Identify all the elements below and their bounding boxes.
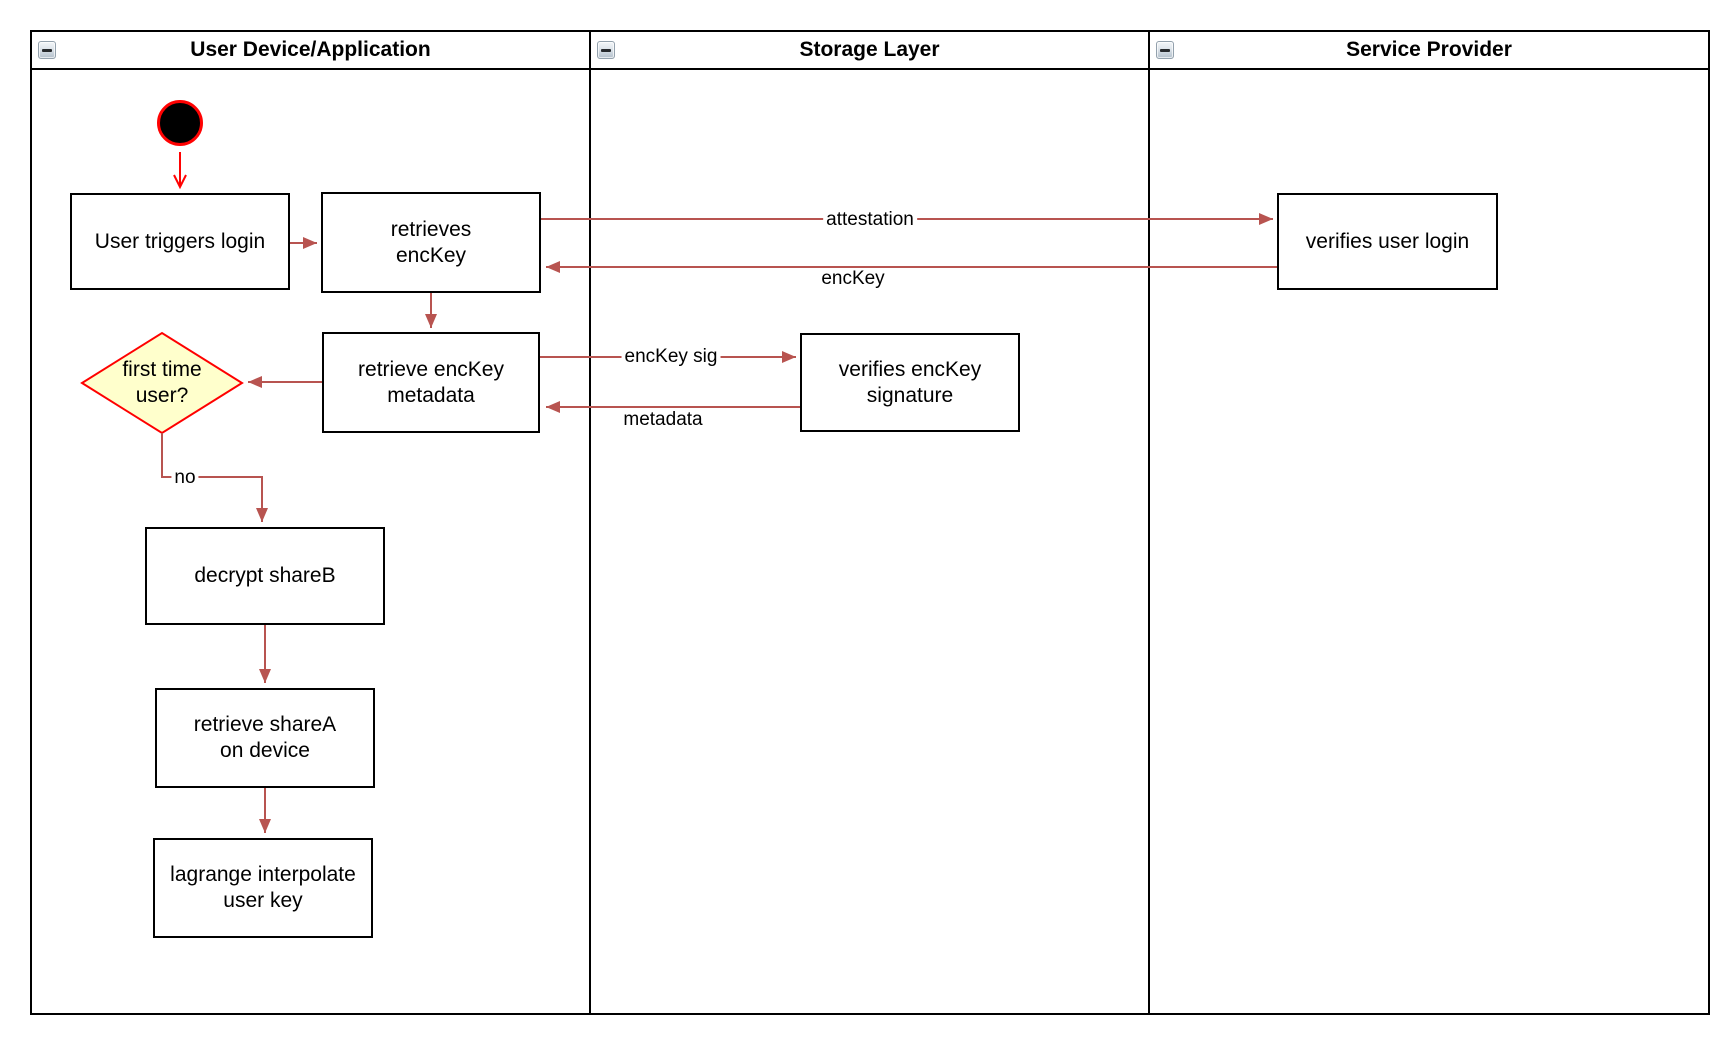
lane-title-storage-layer: Storage Layer bbox=[799, 38, 940, 61]
lane-user-device: User Device/Application bbox=[32, 32, 591, 1013]
minus-icon bbox=[601, 48, 611, 52]
lane-header-service-provider: Service Provider bbox=[1150, 32, 1708, 70]
edge-label-enckey: encKey bbox=[818, 268, 888, 290]
edge-label-no: no bbox=[171, 467, 199, 489]
lane-service-provider: Service Provider bbox=[1150, 32, 1708, 1013]
node-retrieve-sharea[interactable]: retrieve shareA on device bbox=[155, 688, 375, 788]
node-decrypt-shareb[interactable]: decrypt shareB bbox=[145, 527, 385, 625]
edge-label-enckey-sig: encKey sig bbox=[621, 346, 721, 368]
start-node[interactable] bbox=[157, 100, 203, 146]
lane-header-storage-layer: Storage Layer bbox=[591, 32, 1148, 70]
lane-storage-layer: Storage Layer bbox=[591, 32, 1150, 1013]
lane-title-user-device: User Device/Application bbox=[190, 38, 431, 61]
node-verifies-user-login[interactable]: verifies user login bbox=[1277, 193, 1498, 290]
edge-label-metadata: metadata bbox=[620, 409, 706, 431]
edge-label-attestation: attestation bbox=[823, 209, 917, 231]
node-lagrange-interpolate[interactable]: lagrange interpolate user key bbox=[153, 838, 373, 938]
collapse-lane-storage-layer-button[interactable] bbox=[597, 41, 615, 59]
node-user-triggers-login[interactable]: User triggers login bbox=[70, 193, 290, 290]
collapse-lane-service-provider-button[interactable] bbox=[1156, 41, 1174, 59]
decision-first-time-user[interactable]: first time user? bbox=[122, 358, 202, 407]
minus-icon bbox=[1160, 48, 1170, 52]
lane-header-user-device: User Device/Application bbox=[32, 32, 589, 70]
node-verifies-enckey-signature[interactable]: verifies encKey signature bbox=[800, 333, 1020, 432]
node-retrieve-enckey-metadata[interactable]: retrieve encKey metadata bbox=[322, 332, 540, 433]
lane-title-service-provider: Service Provider bbox=[1346, 38, 1512, 61]
collapse-lane-user-device-button[interactable] bbox=[38, 41, 56, 59]
node-retrieves-enckey[interactable]: retrieves encKey bbox=[321, 192, 541, 293]
swimlane-frame: User Device/Application Storage Layer Se… bbox=[30, 30, 1710, 1015]
minus-icon bbox=[42, 48, 52, 52]
